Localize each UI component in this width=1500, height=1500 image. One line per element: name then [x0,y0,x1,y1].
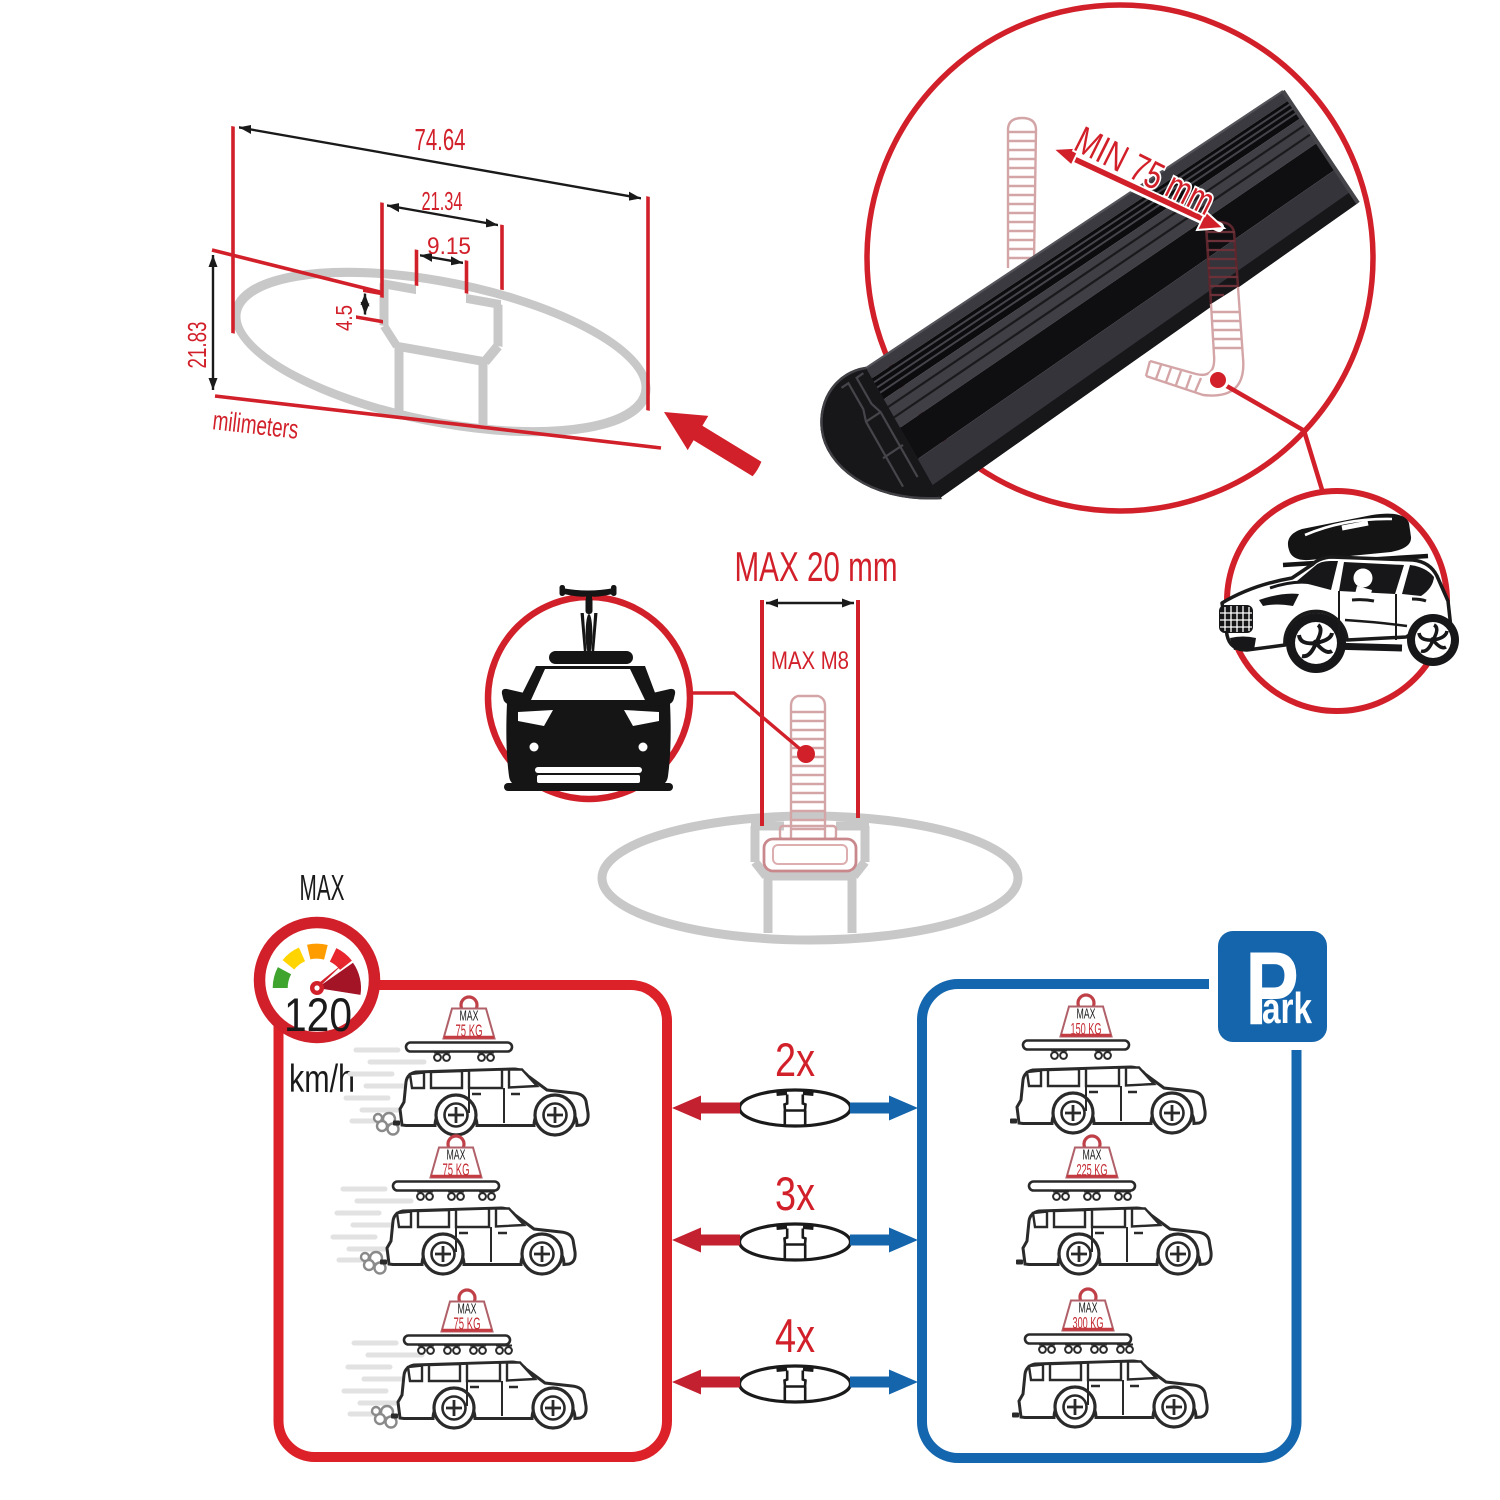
svg-text:MAX: MAX [1077,1006,1096,1023]
svg-text:75 KG: 75 KG [443,1160,470,1180]
svg-text:120: 120 [284,988,352,1041]
svg-text:74.64: 74.64 [415,122,466,157]
svg-text:MAX: MAX [447,1147,466,1164]
svg-text:2x: 2x [775,1033,815,1086]
svg-text:MAX 20 mm: MAX 20 mm [735,543,898,590]
svg-text:4x: 4x [775,1309,815,1362]
svg-text:225 KG: 225 KG [1077,1161,1108,1180]
svg-text:21.83: 21.83 [182,322,212,369]
svg-text:9.15: 9.15 [427,233,471,260]
svg-text:21.34: 21.34 [422,186,463,216]
svg-text:ark: ark [1262,984,1312,1033]
svg-text:MAX: MAX [460,1008,479,1025]
svg-text:MAX: MAX [300,867,345,908]
svg-text:MAX: MAX [458,1301,477,1318]
svg-text:3x: 3x [775,1167,815,1220]
svg-text:km/h: km/h [289,1058,355,1101]
svg-text:150 KG: 150 KG [1071,1020,1102,1039]
svg-text:75 KG: 75 KG [454,1314,481,1334]
svg-text:MAX M8: MAX M8 [771,647,849,675]
svg-text:300 KG: 300 KG [1073,1314,1104,1333]
svg-text:75 KG: 75 KG [456,1021,483,1041]
svg-text:MAX: MAX [1083,1147,1102,1164]
svg-text:MAX: MAX [1079,1300,1098,1317]
svg-text:4.5: 4.5 [331,305,357,331]
svg-text:P: P [1245,931,1299,1047]
